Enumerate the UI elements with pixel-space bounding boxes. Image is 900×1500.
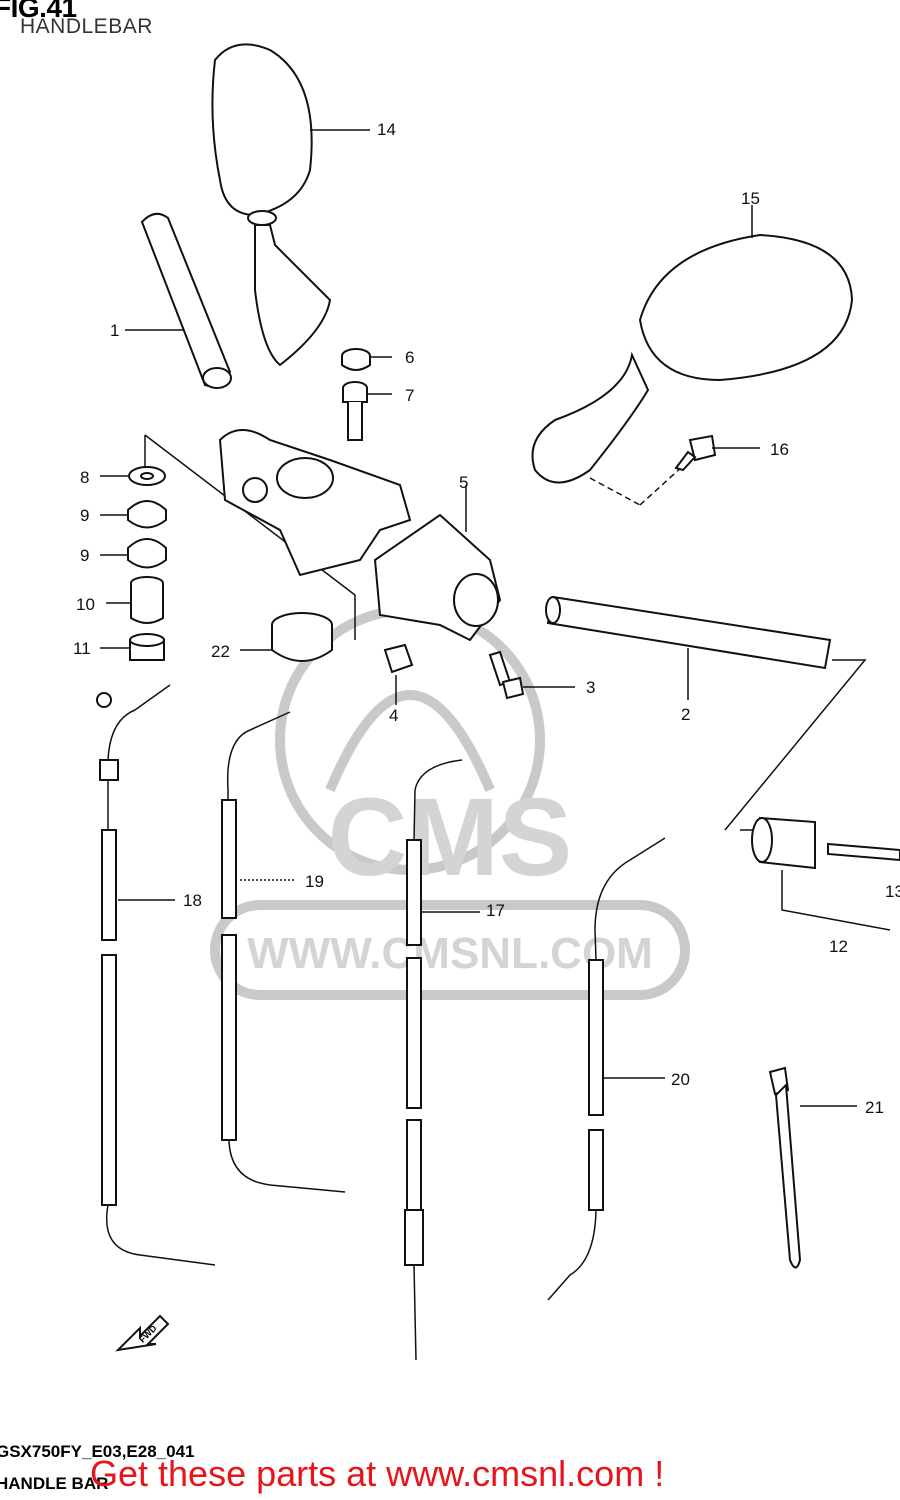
callout-7: 7 [405,386,414,405]
callout-5: 5 [459,473,468,492]
callout-18: 18 [183,891,202,910]
callout-11: 11 [73,639,91,658]
callout-15: 15 [741,189,760,208]
callout-22: 22 [211,642,230,661]
callout-10: 10 [76,595,95,614]
part-16-screw [674,434,760,472]
watermark-url: WWW.CMSNL.COM [247,929,653,978]
fwd-arrow-icon: FWD [115,1314,170,1352]
part-11-nut [100,633,165,661]
part-1-handlebar-left [125,212,232,389]
promo-link[interactable]: Get these parts at www.cmsnl.com ! [90,1453,665,1494]
callout-labels: 1 2 3 4 5 6 7 8 9 9 10 11 12 13 14 15 16… [73,120,900,1117]
part-12-bar-end [751,816,900,870]
callout-8: 8 [80,468,89,487]
figure-subtitle: HANDLEBAR [20,15,153,38]
part-10-spacer [106,576,164,624]
watermark-brand: CMS [328,776,572,899]
callout-6: 6 [405,348,414,367]
callout-4: 4 [389,706,398,725]
callout-9b: 9 [80,546,89,565]
part-4-nut [383,643,414,705]
part-9a-rubber [100,500,167,529]
callout-16: 16 [770,440,789,459]
part-6-cap [341,348,392,371]
part-19-throttle-cable [221,711,346,1193]
part-20-choke-cable [547,837,666,1301]
part-3-bolt [488,650,575,700]
callout-19: 19 [305,872,324,891]
part-14-left-mirror [211,43,370,367]
callout-2: 2 [681,705,690,724]
part-5-handlebar-holder [218,429,502,642]
part-7-bolt [342,381,392,441]
callout-12: 12 [829,937,848,956]
part-2-handlebar-right [545,595,832,700]
part-21-clamp [768,1066,857,1269]
part-8-washer [100,466,166,486]
part-18-throttle-cable [96,684,216,1266]
part-22-grommet [240,612,333,662]
callout-14: 14 [377,120,396,139]
figure-code: GSX750FY_E03,E28_041 [0,1442,195,1461]
callout-3: 3 [586,678,595,697]
figure-name: HANDLE BAR [0,1474,109,1493]
figure-title: FIG.41 [0,0,77,23]
part-15-right-mirror [531,205,854,484]
callout-9a: 9 [80,506,89,525]
callout-20: 20 [671,1070,690,1089]
part-9b-rubber [100,538,167,569]
callout-17: 17 [486,901,505,920]
callout-13: 13 [885,882,900,901]
callout-21: 21 [865,1098,884,1117]
part-17-clutch-cable [404,759,480,1361]
watermark: CMS WWW.CMSNL.COM [210,605,690,1000]
callout-1: 1 [110,321,119,340]
